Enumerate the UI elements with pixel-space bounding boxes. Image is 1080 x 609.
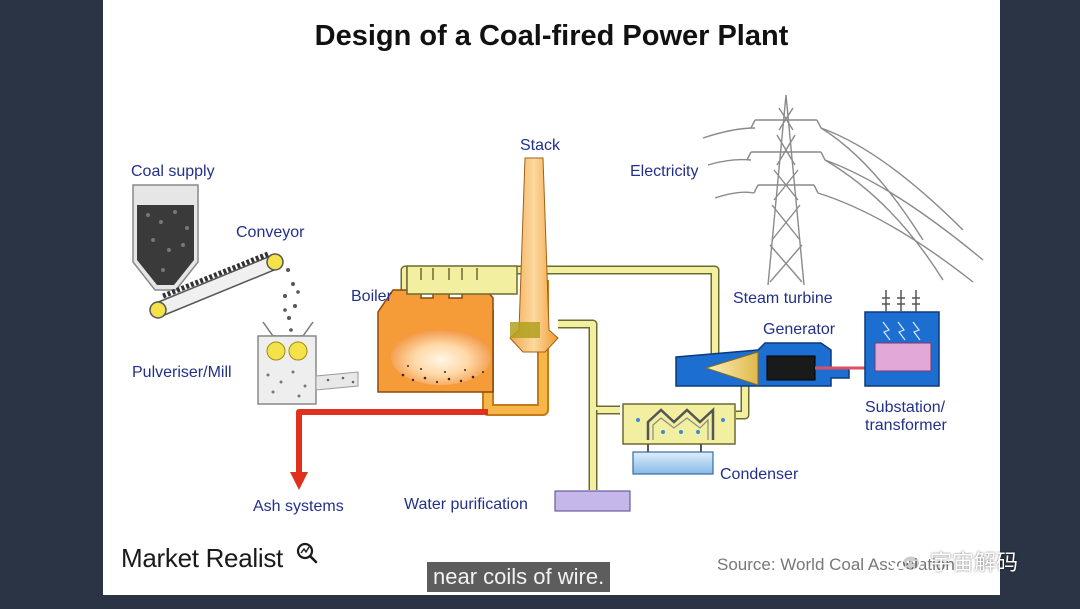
page-title: Design of a Coal-fired Power Plant: [314, 20, 789, 52]
label-stack: Stack: [520, 137, 561, 154]
conveyor-belt: [149, 251, 284, 319]
label-electricity: Electricity: [630, 163, 699, 180]
label-generator: Generator: [763, 321, 836, 338]
coal-hopper: [132, 184, 199, 291]
condenser: [622, 403, 736, 475]
video-subtitle: near coils of wire.: [427, 562, 611, 592]
watermark: 宇宙解码: [888, 546, 1018, 576]
power-plant-diagram: [132, 94, 984, 512]
magnifier-chart-icon: [296, 542, 318, 564]
water-purification-tank: [554, 490, 631, 512]
market-realist-logo: Market Realist: [121, 543, 283, 573]
superheater: [406, 265, 518, 295]
slide: Design of a Coal-fired Power Plant Stack…: [103, 0, 1000, 595]
label-ash-systems: Ash systems: [253, 498, 344, 515]
pulveriser-mill: [257, 321, 359, 405]
label-conveyor: Conveyor: [236, 224, 305, 241]
stack: [509, 157, 559, 353]
label-pulveriser-mill: Pulveriser/Mill: [132, 364, 232, 381]
label-water-purification: Water purification: [404, 496, 528, 513]
boiler: [377, 266, 494, 393]
watermark-text: 宇宙解码: [930, 551, 1019, 576]
label-condenser: Condenser: [720, 466, 799, 483]
steam-turbine-generator: [675, 342, 865, 387]
wechat-icon: [889, 549, 921, 572]
falling-coal: [283, 268, 300, 332]
label-boiler: Boiler: [351, 288, 392, 305]
label-substation-transformer: Substation/ transformer: [865, 399, 947, 434]
pylon-icon: [702, 94, 984, 286]
ash-arrow: [290, 409, 488, 490]
label-coal-supply: Coal supply: [131, 163, 215, 180]
substation-transformer: [864, 290, 940, 387]
label-steam-turbine: Steam turbine: [733, 290, 833, 307]
